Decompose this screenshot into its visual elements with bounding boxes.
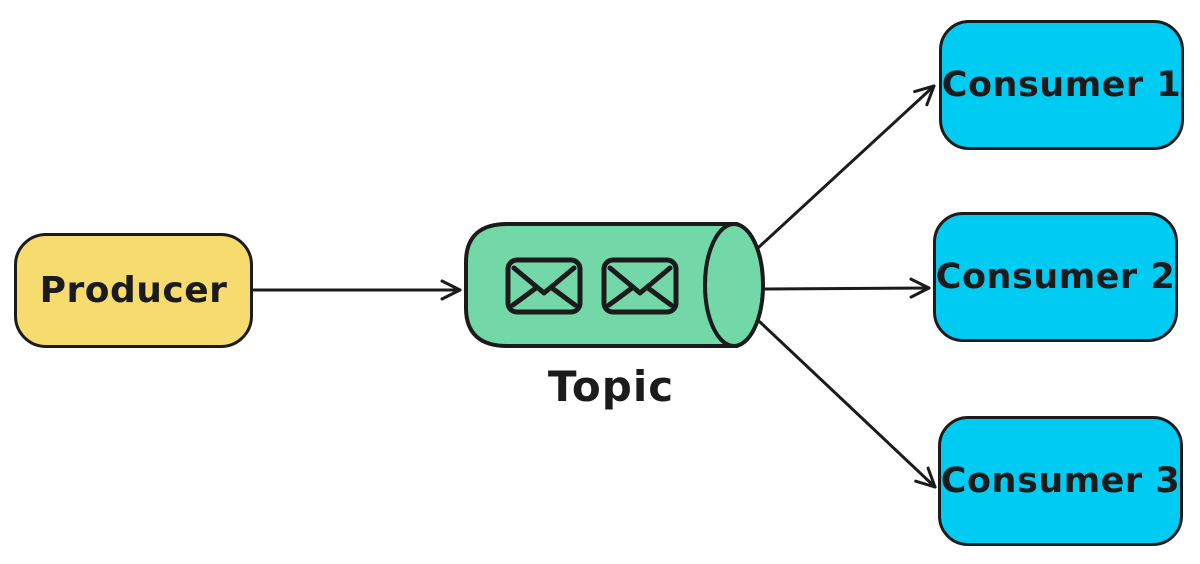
consumer-2-label: Consumer 2	[935, 257, 1176, 297]
topic-cylinder-cap	[703, 222, 765, 348]
consumer-1-label: Consumer 1	[941, 65, 1182, 105]
producer-node: Producer	[14, 233, 253, 348]
producer-label: Producer	[39, 270, 228, 311]
topic-label: Topic	[547, 361, 675, 411]
consumer-2-node: Consumer 2	[933, 212, 1178, 342]
topic-node	[464, 222, 765, 348]
consumer-1-node: Consumer 1	[939, 20, 1184, 150]
envelope-icon	[505, 257, 583, 315]
arrow-topic-to-consumer-2	[763, 277, 931, 299]
envelope-icon	[601, 257, 679, 315]
consumer-3-node: Consumer 3	[938, 416, 1183, 546]
arrow-topic-to-consumer-3	[758, 320, 937, 489]
consumer-3-label: Consumer 3	[940, 461, 1181, 501]
arrow-topic-to-consumer-1	[757, 84, 936, 249]
